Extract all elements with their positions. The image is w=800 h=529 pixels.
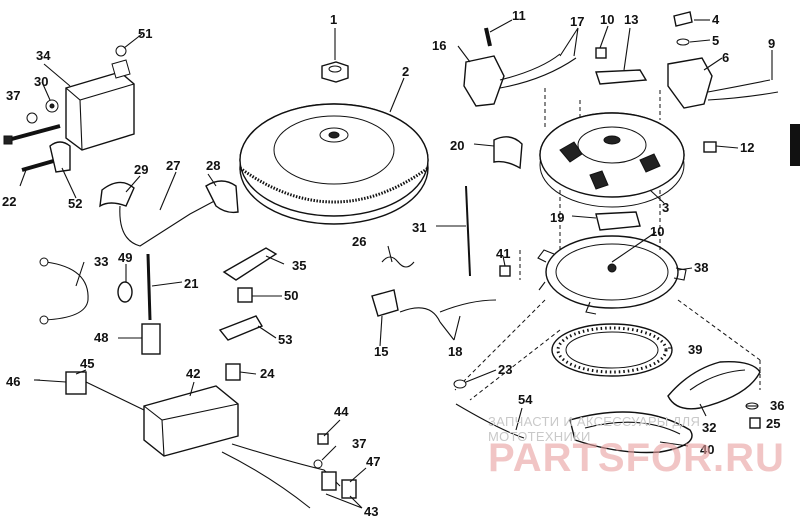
callout-42: 42 [186, 366, 200, 381]
tubes-18 [399, 299, 497, 323]
clip-23 [453, 379, 467, 389]
callout-53: 53 [278, 332, 292, 347]
callout-43: 43 [364, 504, 378, 519]
link-arm-35 [222, 247, 278, 281]
callout-37b: 37 [352, 436, 366, 451]
callout-3: 3 [662, 200, 669, 215]
washer-51 [115, 45, 127, 57]
screw-4 [673, 11, 693, 27]
callout-38: 38 [694, 260, 708, 275]
callout-51: 51 [138, 26, 152, 41]
callout-12: 12 [740, 140, 754, 155]
pin-50 [237, 287, 253, 303]
callout-36: 36 [770, 398, 784, 413]
callout-1: 1 [330, 12, 337, 27]
screw-21 [146, 253, 152, 321]
screw-12 [703, 141, 717, 153]
washer-5 [676, 38, 690, 46]
callout-19: 19 [550, 210, 564, 225]
washer-37 [26, 112, 38, 124]
callout-4: 4 [712, 12, 720, 27]
callout-35: 35 [292, 258, 306, 273]
leader-lines [19, 19, 773, 509]
clip-49 [117, 281, 133, 303]
charge-coil-20 [493, 136, 523, 170]
wire-harness [35, 371, 357, 509]
flywheel [239, 103, 429, 225]
callout-17: 17 [570, 14, 584, 29]
callout-52: 52 [68, 196, 82, 211]
callout-20: 20 [450, 138, 464, 153]
callout-15: 15 [374, 344, 388, 359]
ground-wire [39, 257, 89, 325]
ignition-coil [65, 59, 135, 151]
callout-13: 13 [624, 12, 638, 27]
callout-18: 18 [448, 344, 462, 359]
callout-10b: 10 [650, 224, 664, 239]
timer-base [537, 235, 687, 315]
clamp [49, 141, 71, 173]
callout-11: 11 [512, 8, 526, 23]
sensor-coil [463, 53, 577, 107]
callout-5: 5 [712, 33, 719, 48]
watermark-caption: ЗАПЧАСТИ И АКСЕССУАРЫ ДЛЯ МОТОТЕХНИКИ [488, 414, 701, 444]
callout-46: 46 [6, 374, 20, 389]
callout-26: 26 [352, 234, 366, 249]
screw-11 [484, 27, 492, 47]
callout-16: 16 [432, 38, 446, 53]
assembly-lines [454, 88, 761, 401]
callout-48: 48 [94, 330, 108, 345]
callout-32: 32 [702, 420, 716, 435]
callout-44: 44 [334, 404, 349, 419]
screw-41 [499, 265, 511, 277]
power-pack-6 [667, 57, 779, 109]
callout-6: 6 [722, 50, 729, 65]
callout-2: 2 [402, 64, 409, 79]
callout-33: 33 [94, 254, 108, 269]
callout-49: 49 [118, 250, 132, 265]
edge-tab [790, 124, 800, 166]
callout-41: 41 [496, 246, 510, 261]
screw-10 [595, 47, 607, 59]
callout-27: 27 [166, 158, 180, 173]
callout-25: 25 [766, 416, 780, 431]
callout-24: 24 [260, 366, 275, 381]
watermark-logo: PARTSFOR.RU [488, 436, 785, 480]
sensor-19 [595, 211, 641, 231]
retainer-ring [551, 323, 673, 377]
callout-9: 9 [768, 36, 775, 51]
callout-10a: 10 [600, 12, 614, 27]
callout-40: 40 [700, 442, 714, 457]
clamp-13 [595, 69, 648, 85]
callout-23: 23 [498, 362, 512, 377]
callout-21: 21 [184, 276, 198, 291]
callout-22: 22 [2, 194, 16, 209]
tie-strap [465, 185, 471, 277]
callout-29: 29 [134, 162, 148, 177]
callout-39: 39 [688, 342, 702, 357]
throttle-cam [667, 361, 761, 410]
spacer-48 [141, 323, 161, 355]
bushing-24 [225, 363, 241, 381]
link-arm-53 [218, 315, 264, 341]
flywheel-nut [321, 61, 349, 83]
callout-28: 28 [206, 158, 220, 173]
callout-labels: 1 2 3 4 5 6 9 10 10 11 12 13 15 16 17 18… [2, 8, 784, 519]
callout-54: 54 [518, 392, 533, 407]
callout-31: 31 [412, 220, 426, 235]
screw-25 [749, 417, 761, 429]
callout-47: 47 [366, 454, 380, 469]
callout-30: 30 [34, 74, 48, 89]
spark-plug-leads [99, 180, 239, 247]
rectifier-42 [143, 385, 239, 457]
connector-15 [371, 289, 399, 317]
callout-45: 45 [80, 356, 94, 371]
armature-plate [539, 112, 685, 208]
callout-34: 34 [36, 48, 51, 63]
callout-50: 50 [284, 288, 298, 303]
link-rod-54 [455, 403, 525, 439]
spring-26 [381, 256, 415, 268]
callout-37a: 37 [6, 88, 20, 103]
